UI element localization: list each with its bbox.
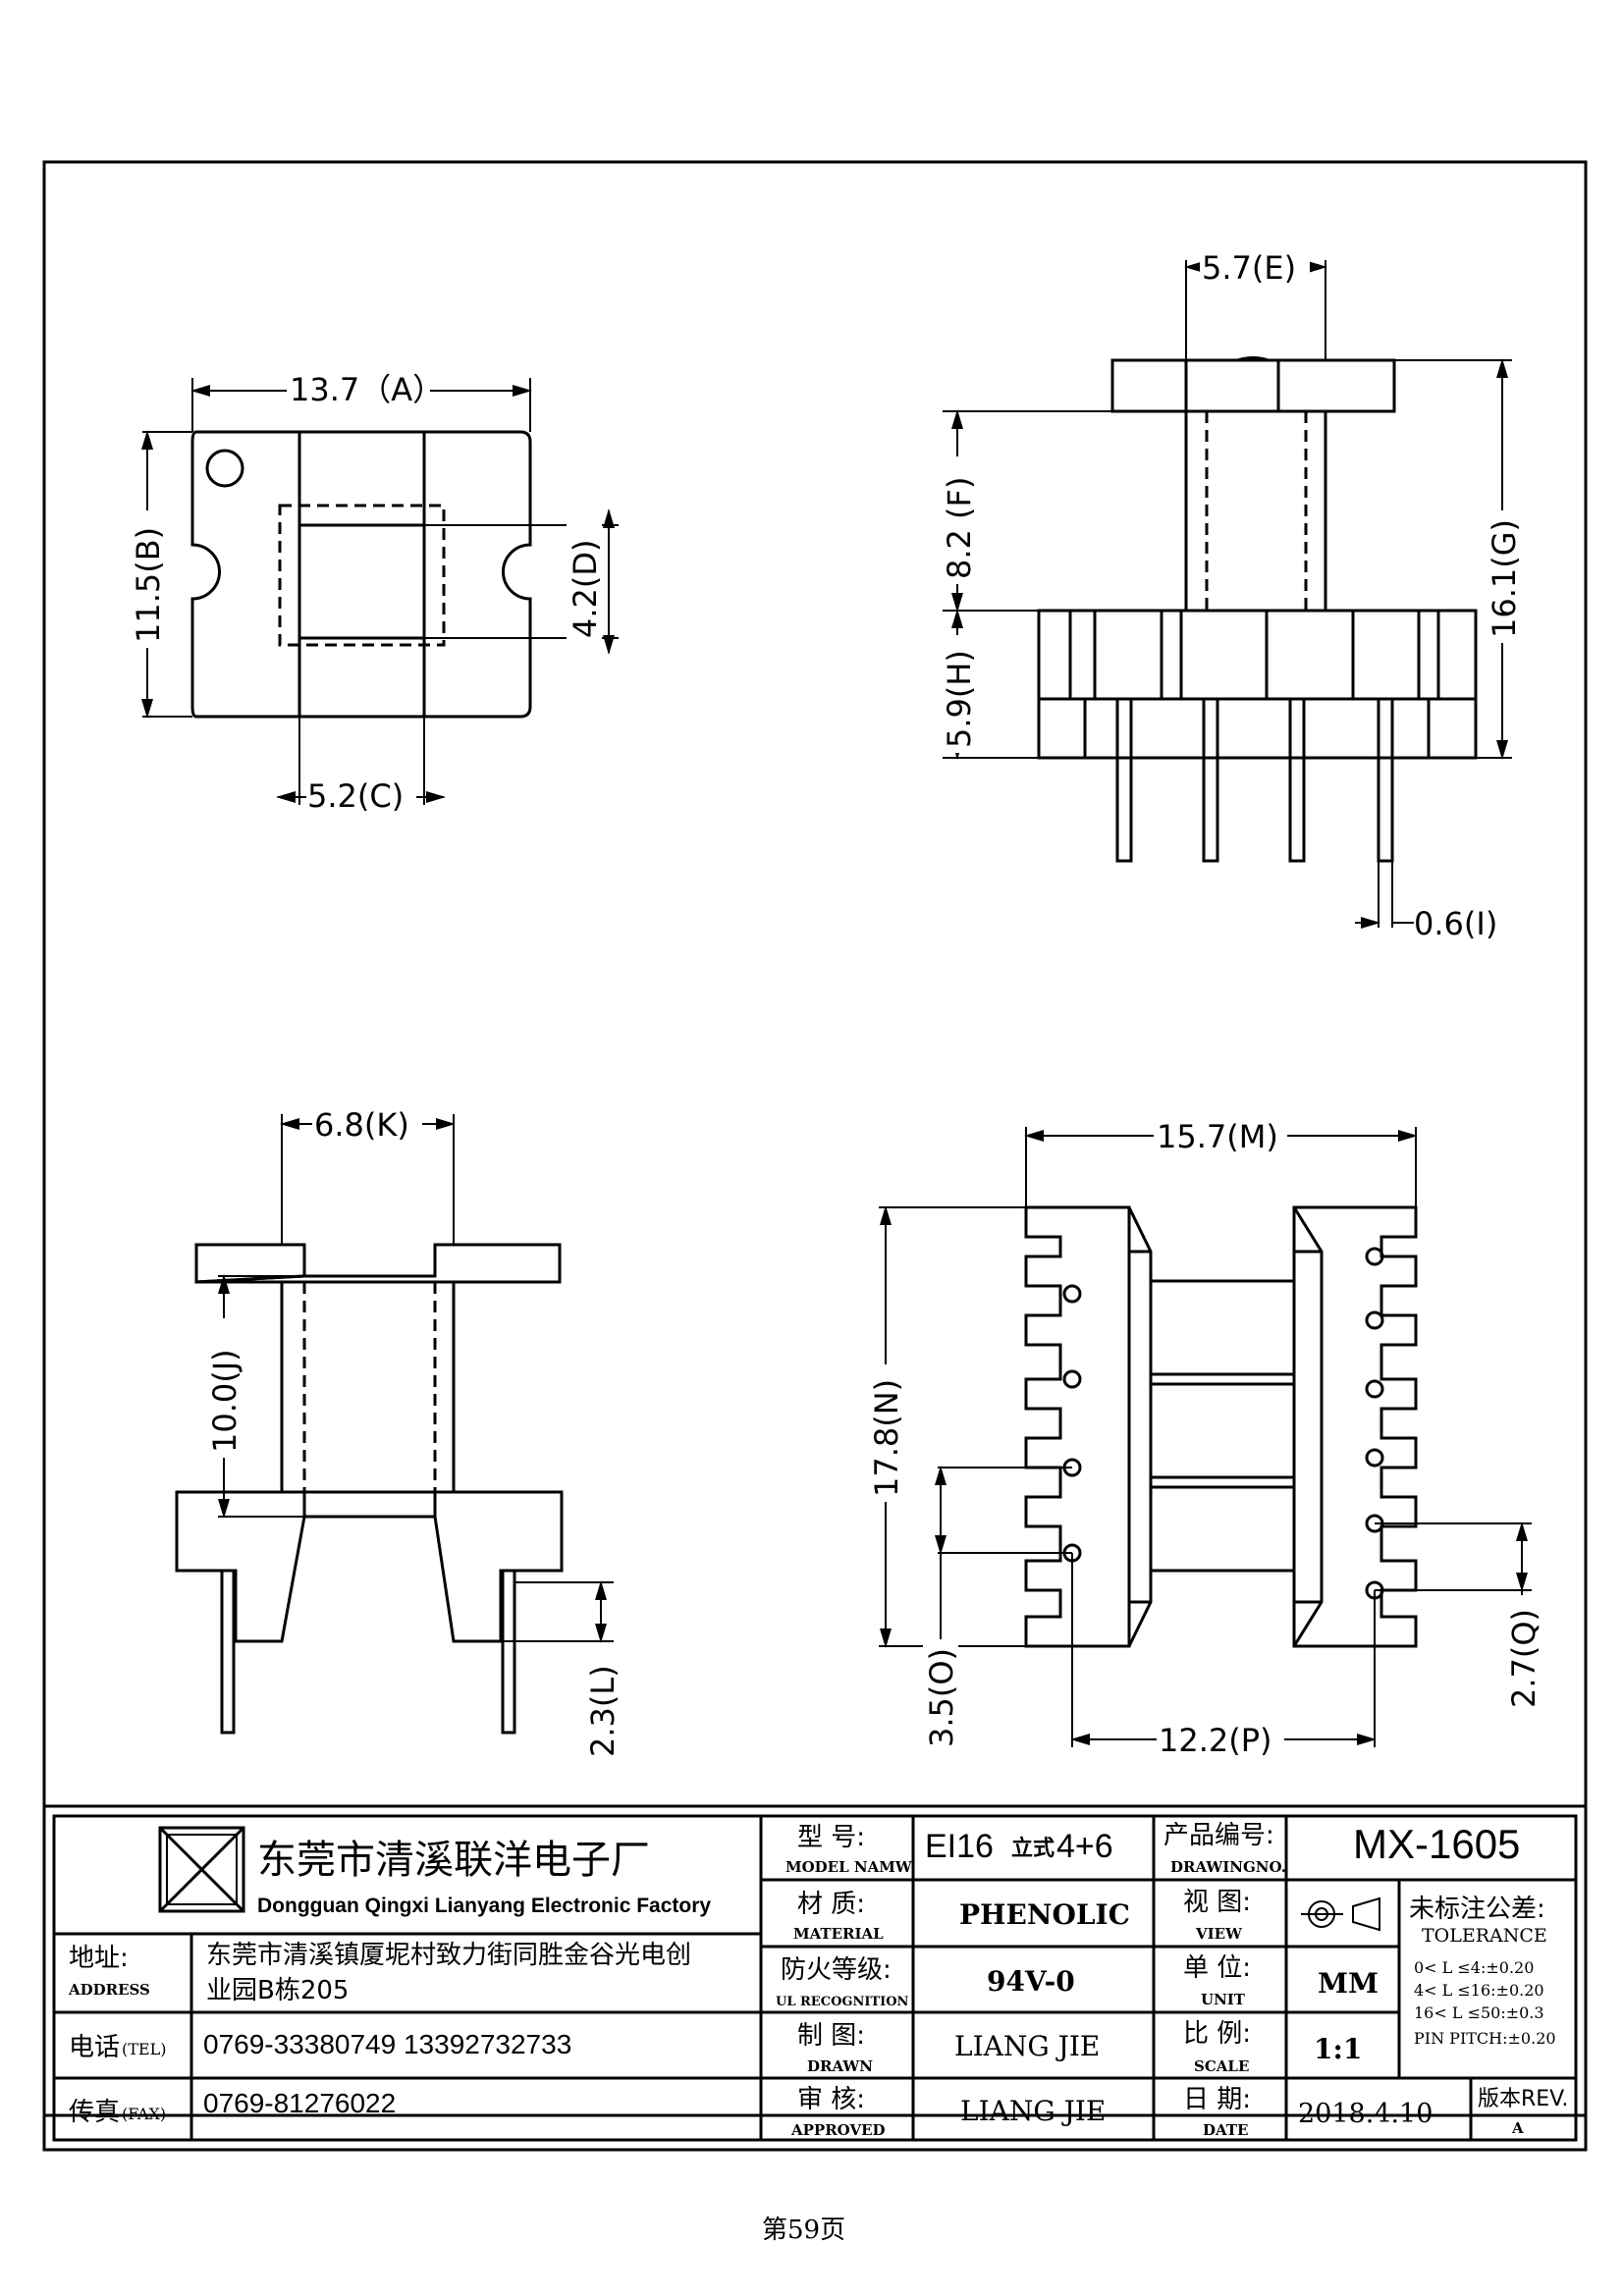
drawn-label-en: DRAWN [807, 2057, 873, 2075]
scale-label-cn: 比 例: [1183, 2019, 1251, 2049]
company-name-cn: 东莞市清溪联洋电子厂 [257, 1838, 650, 1883]
dim-n-label: 17.8(N) [868, 1379, 905, 1497]
model-label-cn: 型 号: [797, 1823, 865, 1852]
dim-l-label: 2.3(L) [584, 1665, 622, 1757]
tolerance-label-en: TOLERANCE [1422, 1925, 1547, 1947]
model-value-c: 4+6 [1056, 1828, 1113, 1865]
tolerance-line-3: 16< L ≤50:±0.3 [1414, 2003, 1544, 2022]
date-label-cn: 日 期: [1183, 2085, 1251, 2114]
unit-label-en: UNIT [1201, 1991, 1246, 2008]
tolerance-label-cn: 未标注公差: [1409, 1895, 1545, 1924]
dim-q-label: 2.7(Q) [1505, 1609, 1542, 1708]
ul-label-en: UL RECOGNITION [776, 1995, 909, 2009]
drawing-no-label-cn: 产品编号: [1163, 1821, 1274, 1850]
front-view: 6.8(K) 10.0(J) 2.3(L) [175, 1104, 622, 1762]
tel-label-cn: 电话 [69, 2033, 120, 2062]
address-line-1: 东莞市清溪镇厦坭村致力街同胜金谷光电创 [206, 1941, 691, 1970]
ul-label-cn: 防火等级: [781, 1955, 892, 1985]
drawn-label-cn: 制 图: [797, 2021, 865, 2051]
drawn-value: LIANG JIE [954, 2030, 1100, 2062]
tolerance-line-2: 4< L ≤16:±0.20 [1414, 1981, 1544, 2000]
dim-e-label: 5.7(E) [1202, 249, 1296, 287]
bottom-view: 15.7(M) 17.8(N) 3.5(O) 12.2(P) 2.7(Q) [868, 1116, 1542, 1759]
view-label-cn: 视 图: [1183, 1888, 1251, 1917]
model-value-a: EI16 [925, 1828, 994, 1865]
date-value: 2018.4.10 [1298, 2099, 1433, 2129]
dim-b-label: 11.5(B) [130, 527, 167, 643]
projection-symbol-icon [1301, 1896, 1380, 1932]
dim-a-label: 13.7（A） [290, 371, 444, 408]
scale-label-en: SCALE [1194, 2057, 1249, 2075]
company-name-en: Dongguan Qingxi Lianyang Electronic Fact… [257, 1895, 711, 1917]
material-value: PHENOLIC [959, 1898, 1130, 1931]
approved-label-cn: 审 核: [797, 2085, 865, 2114]
drawing-border [42, 160, 1588, 2117]
approved-label-en: APPROVED [790, 2121, 886, 2139]
scale-value: 1:1 [1314, 2033, 1362, 2065]
model-value-b: 立式 [1011, 1836, 1055, 1861]
model-label-en: MODEL NAMW [785, 1858, 913, 1876]
date-label-en: DATE [1203, 2121, 1248, 2139]
tolerance-line-4: PIN PITCH:±0.20 [1414, 2029, 1556, 2048]
drawing-no-label-en: DRAWINGNO. [1170, 1858, 1286, 1876]
view-label-en: VIEW [1195, 1925, 1243, 1943]
dim-i-label: 0.6(I) [1414, 905, 1497, 942]
tel-value: 0769-33380749 13392732733 [203, 2029, 571, 2059]
dim-p-label: 12.2(P) [1159, 1722, 1272, 1759]
ul-value: 94V-0 [987, 1965, 1075, 1998]
rev-value: A [1511, 2119, 1524, 2137]
drawing-no-value: MX-1605 [1353, 1821, 1520, 1867]
address-label-cn: 地址: [69, 1944, 129, 1973]
dim-k-label: 6.8(K) [314, 1106, 409, 1144]
side-view: 5.7(E) 8.2 (F) 5.9(H) 16.1(G) 0.6(I) [941, 247, 1523, 942]
top-view: 13.7（A） 11.5(B) 5.2(C) 4.2(D) [130, 369, 619, 815]
fax-label-cn: 传真 [69, 2098, 120, 2127]
company-logo [158, 1826, 245, 1913]
rev-label: 版本REV. [1478, 2087, 1568, 2111]
unit-value: MM [1318, 1967, 1379, 2000]
page-number: 第59页 [762, 2216, 845, 2245]
tolerance-line-1: 0< L ≤4:±0.20 [1414, 1958, 1534, 1977]
fax-value: 0769-81276022 [203, 2088, 396, 2118]
fax-label-en: (FAX) [122, 2105, 166, 2123]
dim-j-label: 10.0(J) [206, 1349, 243, 1453]
approved-value: LIANG JIE [960, 2095, 1106, 2127]
dim-c-label: 5.2(C) [307, 777, 404, 815]
unit-label-cn: 单 位: [1183, 1953, 1251, 1983]
dim-m-label: 15.7(M) [1157, 1118, 1278, 1155]
material-label-cn: 材 质: [797, 1890, 865, 1919]
tel-label-en: (TEL) [122, 2040, 166, 2058]
dim-d-label: 4.2(D) [567, 540, 604, 639]
address-label-en: ADDRESS [68, 1981, 150, 1999]
dim-h-label: 5.9(H) [941, 650, 978, 748]
material-label-en: MATERIAL [793, 1925, 884, 1943]
dim-o-label: 3.5(O) [923, 1648, 960, 1747]
title-block: 东莞市清溪联洋电子厂 Dongguan Qingxi Lianyang Elec… [42, 1804, 1588, 2152]
address-line-2: 业园B栋205 [206, 1976, 349, 2005]
dim-f-label: 8.2 (F) [941, 477, 978, 579]
dim-g-label: 16.1(G) [1486, 519, 1523, 638]
